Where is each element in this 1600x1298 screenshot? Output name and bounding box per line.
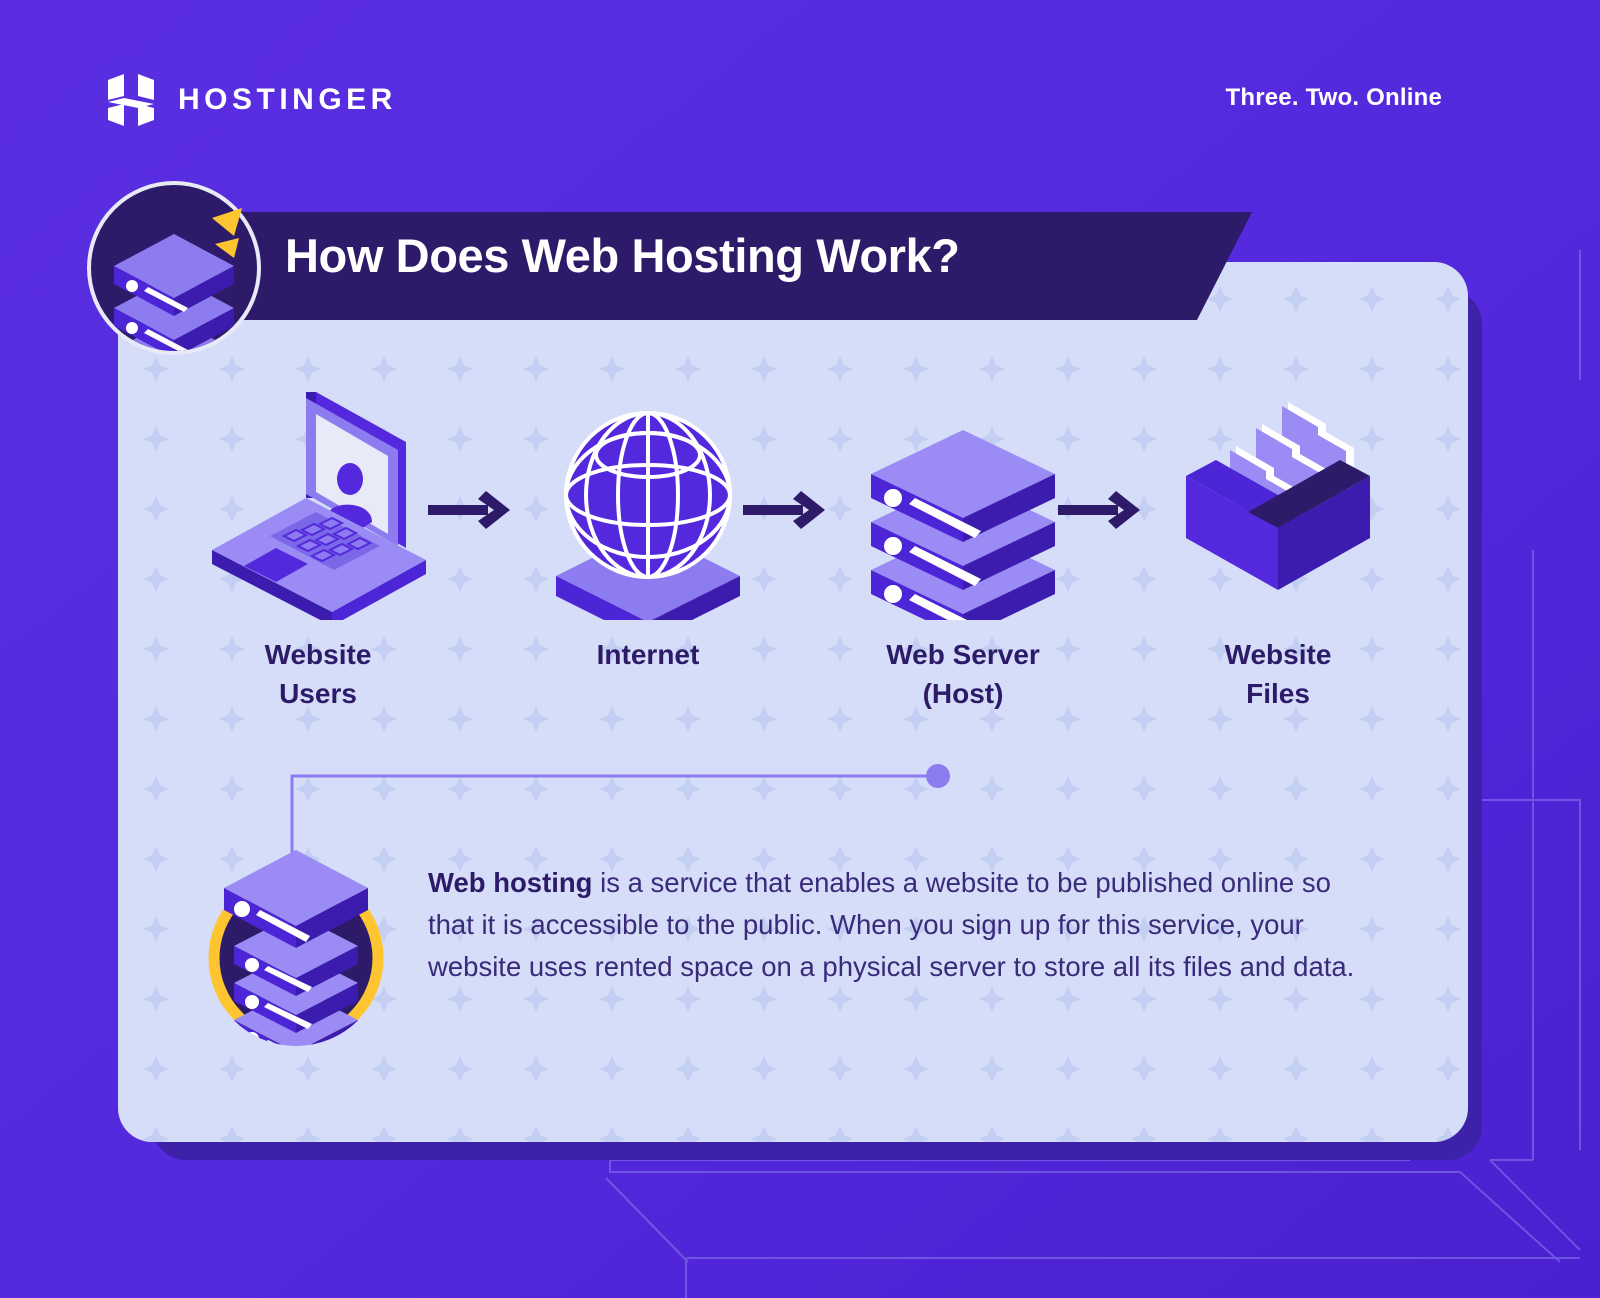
brand-logo[interactable]: HOSTINGER — [106, 72, 397, 128]
connector-line — [290, 764, 950, 855]
brand-tagline: Three. Two. Online — [1225, 84, 1442, 111]
page-title: How Does Web Hosting Work? — [285, 229, 960, 282]
signal-spark-icon — [212, 208, 242, 258]
flow-step-label: Internet — [596, 639, 700, 670]
definition-body: is a service that enables a website to b… — [428, 867, 1355, 982]
definition-paragraph: Web hosting is a service that enables a … — [428, 862, 1358, 987]
flow-step-website-files: Website Files — [1138, 380, 1418, 713]
flow-step-website-users: Website Users — [178, 380, 458, 713]
title-banner — [222, 212, 1252, 320]
hostinger-h-logo-icon — [108, 74, 154, 126]
page-header: HOSTINGER Three. Two. Online — [0, 0, 1600, 170]
server-stack-icon — [871, 430, 1055, 620]
arrow-right-icon — [1058, 491, 1140, 529]
server-stack-gold-circle-icon — [208, 850, 384, 1046]
arrow-right-icon — [428, 491, 510, 529]
flow-step-label: Website Users — [264, 639, 372, 709]
flow-step-label: Website Files — [1224, 639, 1332, 709]
globe-internet-icon — [556, 411, 740, 620]
connector-dot — [926, 764, 950, 788]
flow-step-web-server: Web Server (Host) — [823, 380, 1103, 713]
flow-step-internet: Internet — [508, 380, 788, 675]
flow-step-label: Web Server (Host) — [886, 639, 1040, 709]
server-stack-circle-badge-icon — [87, 181, 261, 355]
laptop-user-icon — [212, 392, 426, 620]
logo-wordmark: HOSTINGER — [178, 83, 397, 116]
hosting-flow-diagram: Website Users Internet — [118, 380, 1468, 740]
arrow-right-icon — [743, 491, 825, 529]
definition-term: Web hosting — [428, 867, 593, 898]
file-box-icon — [1186, 402, 1370, 590]
